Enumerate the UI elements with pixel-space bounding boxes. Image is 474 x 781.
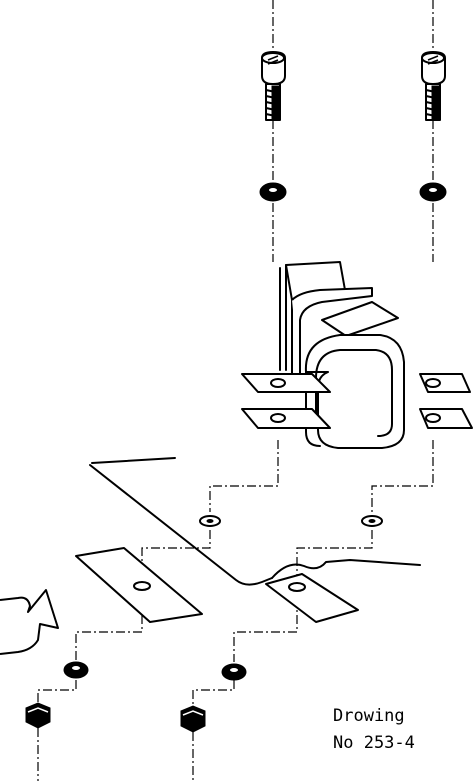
direction-arrow-icon	[0, 589, 59, 655]
lock-washer-lower-right	[221, 663, 247, 681]
caption-line-2: No 253-4	[333, 733, 415, 753]
base-plate-right	[265, 573, 359, 623]
flat-washer-mid-left	[199, 515, 221, 527]
hex-nut-left	[25, 702, 51, 729]
drawing-caption: Drowing No 253-4	[333, 703, 415, 757]
caption-line-1: Drowing	[333, 706, 405, 726]
sheet-panel-outline	[89, 457, 421, 586]
lock-washer-left	[259, 182, 287, 202]
spring-clip	[279, 261, 399, 381]
hex-nut-right	[180, 705, 206, 733]
cap-screw-right	[421, 51, 446, 121]
mounting-plate-lower	[241, 408, 473, 429]
lock-washer-lower-left	[63, 661, 89, 679]
cap-screw-left	[261, 51, 286, 121]
lock-washer-right	[419, 182, 447, 202]
mounting-plate-upper	[241, 373, 471, 393]
flat-washer-mid-right	[361, 515, 383, 527]
base-plate-left	[75, 547, 203, 623]
